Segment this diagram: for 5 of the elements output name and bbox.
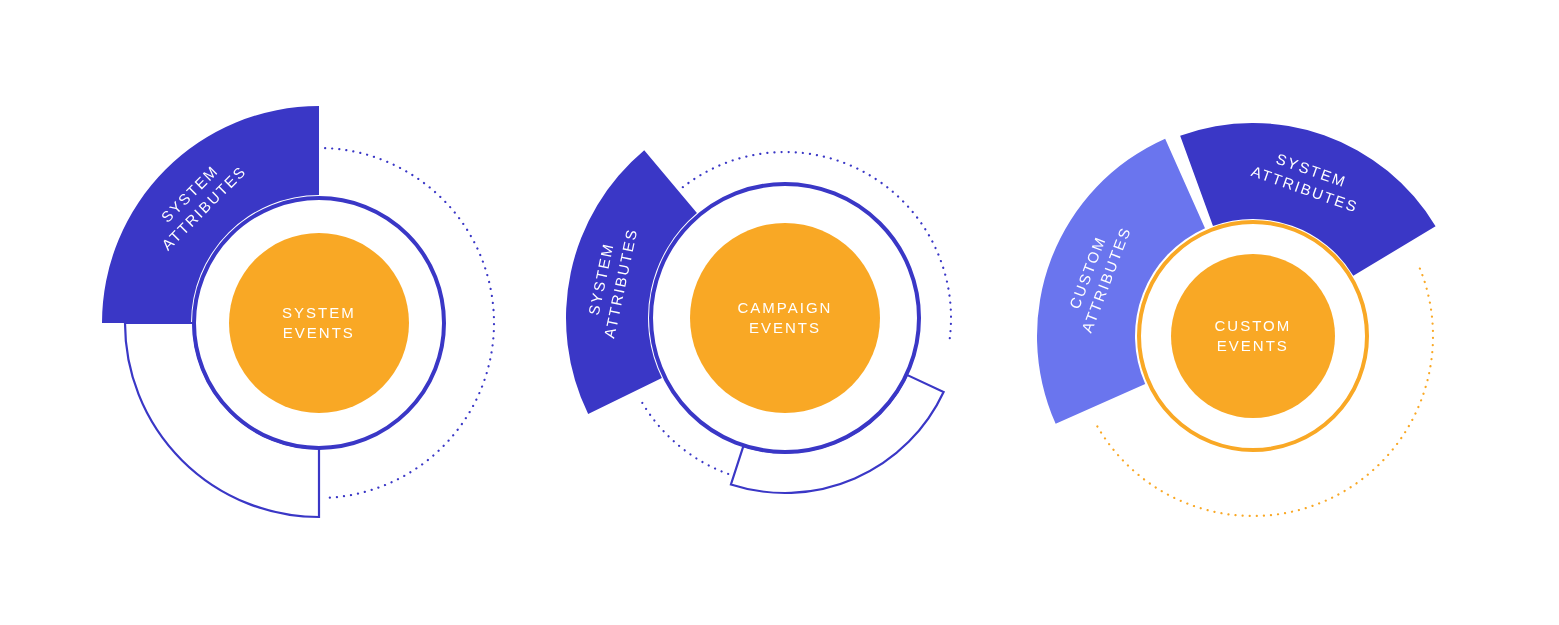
circle-label: CAMPAIGN EVENTS: [737, 298, 833, 338]
ring-outline: [1137, 220, 1369, 452]
circle-label: CUSTOM EVENTS: [1214, 316, 1292, 356]
ring-outline: [649, 182, 921, 454]
circle-label: SYSTEM EVENTS: [282, 303, 356, 343]
